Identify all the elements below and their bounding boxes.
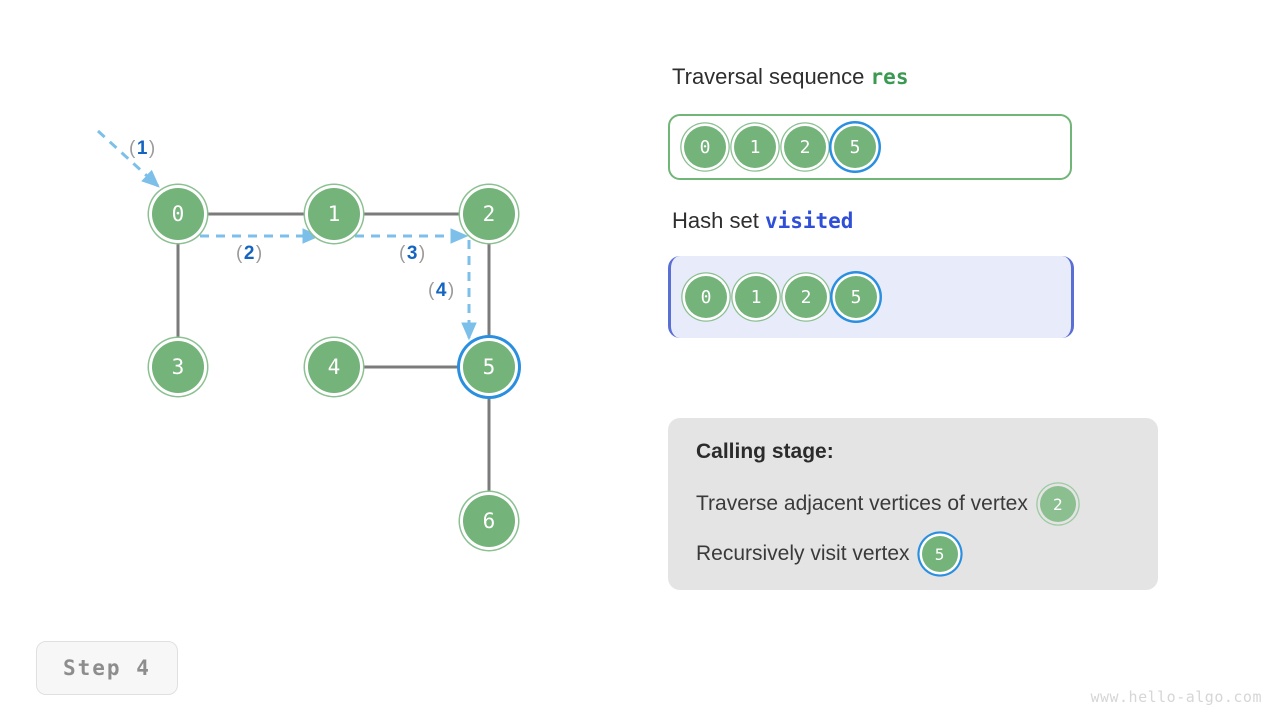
graph-edges-and-arrows	[96, 129, 491, 496]
visited-section-title: Hash set visited	[672, 208, 853, 234]
traversal-arrow-group	[96, 129, 477, 341]
graph-node-5-label: 5	[482, 354, 496, 379]
paren-open: (	[399, 243, 406, 264]
graph-node-1-label: 1	[327, 201, 341, 226]
visited-chip-1[interactable]: 1	[735, 276, 777, 318]
graph-node-4[interactable]: 4	[308, 341, 360, 393]
paren-open: (	[129, 138, 136, 159]
visited-container: 0 1 2 5	[668, 256, 1074, 338]
graph-diagram: 0 1 2 3 4 5 6 (1) (2) (3) (4)	[0, 0, 640, 620]
paren-close: )	[148, 138, 156, 159]
traversal-step-number-3: 3	[406, 243, 418, 264]
res-chip-row: 0 1 2 5	[684, 126, 876, 168]
paren-open: (	[428, 280, 435, 301]
visited-chip-0-label: 0	[700, 286, 712, 308]
calling-stage-line-1-badge-label: 2	[1053, 494, 1063, 514]
visited-chip-3[interactable]: 5	[835, 276, 877, 318]
calling-stage-line-2-badge: 5	[921, 536, 958, 572]
graph-node-2[interactable]: 2	[463, 188, 515, 240]
traversal-step-label-1: (1)	[129, 138, 156, 160]
res-title-code: res	[870, 65, 909, 89]
visited-chip-row: 0 1 2 5	[685, 276, 877, 318]
visited-title-prefix: Hash set	[672, 208, 759, 233]
calling-stage-line-1-text: Traverse adjacent vertices of vertex	[696, 492, 1028, 515]
res-chip-1-label: 1	[749, 136, 761, 158]
res-chip-0-label: 0	[699, 136, 711, 158]
graph-node-1[interactable]: 1	[308, 188, 360, 240]
traversal-step-label-3: (3)	[399, 243, 426, 265]
calling-stage-card: Calling stage: Traverse adjacent vertice…	[668, 418, 1158, 590]
res-title-prefix: Traversal sequence	[672, 64, 865, 89]
calling-stage-line-2: Recursively visit vertex 5	[696, 536, 1130, 572]
traversal-step-number-4: 4	[435, 280, 447, 301]
step-badge: Step 4	[36, 641, 178, 695]
visited-chip-1-label: 1	[750, 286, 762, 308]
visited-chip-0[interactable]: 0	[685, 276, 727, 318]
right-panel: Traversal sequence res 0 1 2 5 Hash set	[668, 0, 1268, 720]
edge-group	[176, 212, 491, 496]
graph-node-5[interactable]: 5	[463, 341, 515, 393]
traversal-arrow-1	[96, 129, 160, 188]
traversal-step-label-4: (4)	[428, 280, 455, 302]
graph-node-6-label: 6	[482, 508, 496, 533]
res-chip-2[interactable]: 2	[784, 126, 826, 168]
graph-node-4-label: 4	[327, 354, 341, 379]
graph-node-0[interactable]: 0	[152, 188, 204, 240]
graph-node-2-label: 2	[482, 201, 496, 226]
visited-chip-3-label: 5	[850, 286, 862, 308]
visited-title-code: visited	[764, 209, 854, 233]
res-chip-2-label: 2	[799, 136, 811, 158]
graph-node-3[interactable]: 3	[152, 341, 204, 393]
traversal-step-label-2: (2)	[236, 243, 263, 265]
graph-node-3-label: 3	[171, 354, 185, 379]
traversal-step-number-1: 1	[136, 138, 148, 159]
calling-stage-title: Calling stage:	[696, 440, 834, 463]
res-section-title: Traversal sequence res	[672, 64, 908, 90]
res-chip-0[interactable]: 0	[684, 126, 726, 168]
res-chip-3-label: 5	[849, 136, 861, 158]
traversal-step-number-2: 2	[243, 243, 255, 264]
res-container: 0 1 2 5	[668, 114, 1072, 180]
graph-node-0-label: 0	[171, 201, 185, 226]
calling-stage-line-1-badge: 2	[1039, 486, 1076, 522]
paren-close: )	[255, 243, 263, 264]
calling-stage-line-2-text: Recursively visit vertex	[696, 542, 910, 565]
calling-stage-line-2-badge-label: 5	[934, 544, 945, 564]
graph-node-6[interactable]: 6	[463, 495, 515, 547]
res-chip-1[interactable]: 1	[734, 126, 776, 168]
paren-close: )	[418, 243, 426, 264]
calling-stage-line-1: Traverse adjacent vertices of vertex 2	[696, 486, 1130, 522]
watermark: www.hello-algo.com	[1090, 688, 1262, 706]
visited-chip-2-label: 2	[800, 286, 812, 308]
visited-chip-2[interactable]: 2	[785, 276, 827, 318]
paren-open: (	[236, 243, 243, 264]
res-chip-3[interactable]: 5	[834, 126, 876, 168]
paren-close: )	[447, 280, 455, 301]
